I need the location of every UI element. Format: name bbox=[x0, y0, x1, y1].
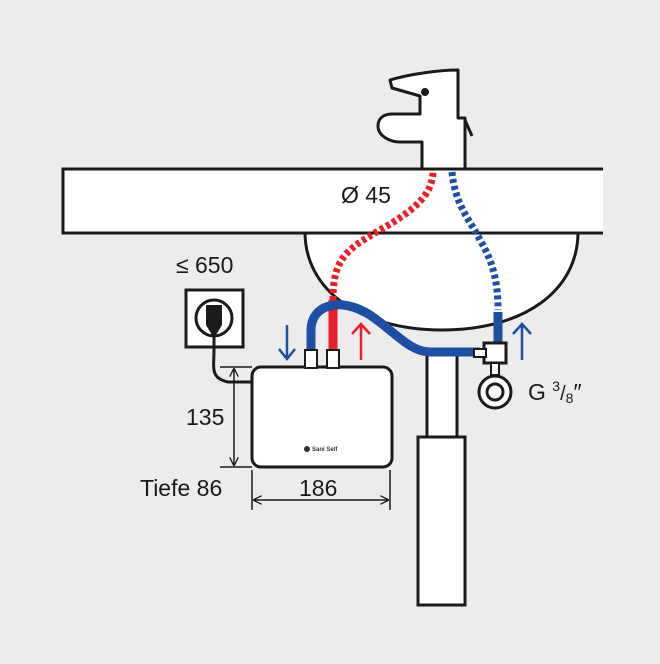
countertop bbox=[61, 167, 615, 235]
drain-diameter-label: Ø 45 bbox=[341, 182, 391, 208]
angle-valve bbox=[473, 341, 513, 410]
hot-water-hose bbox=[329, 171, 437, 301]
depth-label: Tiefe 86 bbox=[140, 475, 222, 501]
width-dimension-line bbox=[251, 470, 391, 510]
faucet bbox=[376, 68, 474, 171]
brand-name: Sani Self bbox=[312, 447, 338, 453]
width-label: 186 bbox=[299, 475, 337, 501]
basin-bowl bbox=[303, 230, 580, 332]
max-distance-label: ≤ 650 bbox=[176, 252, 233, 278]
water-heater: Sani Self bbox=[250, 349, 394, 469]
height-dimension-line bbox=[220, 366, 252, 468]
cold-flow-arrow-right bbox=[512, 322, 532, 360]
siphon-trap bbox=[416, 435, 467, 607]
cold-inlet-fitting bbox=[304, 349, 318, 369]
cold-water-supply-pipe bbox=[306, 300, 480, 357]
height-label: 135 bbox=[186, 404, 224, 430]
power-socket bbox=[184, 288, 245, 349]
connection-thread-label: G 3/8″ bbox=[528, 378, 582, 406]
hot-flow-arrow bbox=[351, 322, 371, 360]
brand-logo-icon bbox=[304, 446, 310, 452]
hot-outlet-fitting bbox=[326, 349, 340, 369]
countertop-edge-mask bbox=[603, 166, 660, 236]
power-cable bbox=[212, 335, 252, 384]
cold-flow-arrow-left bbox=[278, 325, 296, 362]
drain-pipe bbox=[425, 348, 459, 442]
faucet-knob bbox=[421, 88, 429, 96]
